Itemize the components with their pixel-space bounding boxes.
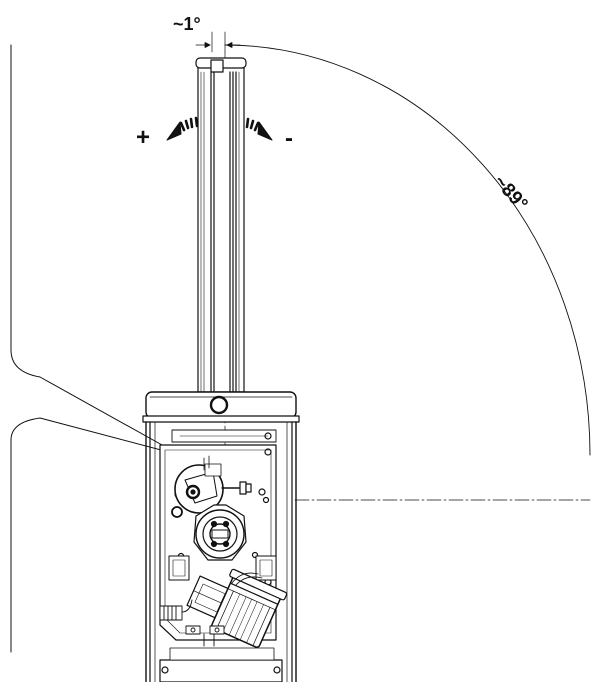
angle-arc — [224, 44, 591, 456]
boom — [195, 57, 247, 393]
rotate-left-arrow-icon — [166, 116, 199, 141]
top-angle-label: ~1° — [173, 14, 201, 34]
cabinet-head — [142, 391, 300, 423]
motor — [211, 568, 288, 648]
top-angle-arrows — [195, 42, 241, 48]
minus-sign: - — [285, 125, 293, 152]
gear-hub — [193, 504, 247, 561]
rotate-right-arrow-icon — [240, 116, 273, 141]
mounting-holes — [161, 432, 281, 674]
plus-sign: + — [136, 124, 150, 151]
arc-angle-label: ~89° — [489, 171, 531, 215]
lower-bolts — [185, 625, 225, 647]
cam-assembly — [174, 455, 252, 514]
side-brackets — [168, 555, 277, 581]
